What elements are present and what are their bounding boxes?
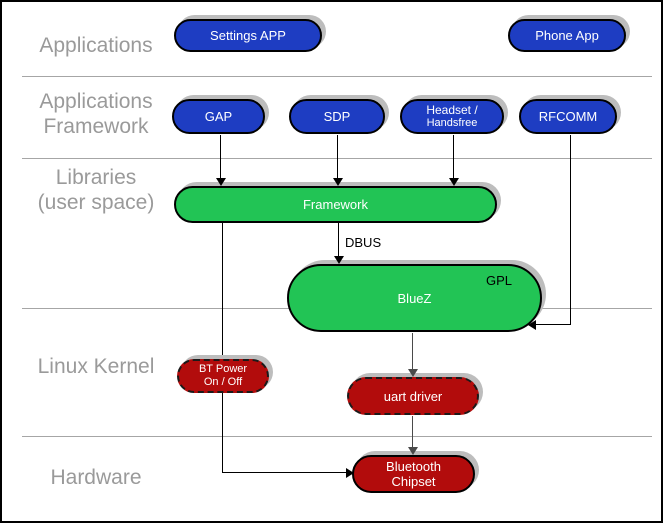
layer-label-hardware: Hardware: [17, 465, 175, 490]
connector-rfcomm-bluez-horizontal: [535, 324, 571, 325]
arrowhead-bluez-uart: [408, 369, 418, 377]
layer-label-line: Framework: [43, 115, 149, 138]
node-bluez-label: BlueZ: [397, 290, 432, 306]
layer-divider-1: [22, 76, 652, 77]
node-bt-power-label-line2: On / Off: [203, 376, 243, 388]
node-uart-driver: uart driver: [347, 377, 479, 415]
node-rfcomm: RFCOMM: [519, 99, 617, 134]
connector-headset-framework: [453, 135, 454, 181]
arrowhead-headset-framework: [449, 178, 459, 186]
connector-gap-framework: [220, 135, 221, 181]
node-settings-app: Settings APP: [174, 19, 322, 52]
node-bt-power: BT Power On / Off: [177, 359, 269, 393]
layer-label-libraries: Libraries (user space): [17, 165, 175, 215]
connector-framework-chipset-vertical: [222, 223, 223, 473]
node-gap-label: GAP: [204, 109, 233, 124]
node-uart-driver-label: uart driver: [383, 388, 443, 404]
node-phone-app-label: Phone App: [535, 28, 599, 43]
connector-bluez-uart: [412, 333, 413, 370]
connector-uart-chipset: [412, 416, 413, 447]
node-bluetooth-chipset-label-line1: Bluetooth: [386, 459, 441, 474]
node-bt-power-label-line1: BT Power: [198, 363, 248, 375]
layer-label-line: Linux Kernel: [37, 355, 155, 378]
layer-label-linux-kernel: Linux Kernel: [17, 354, 175, 379]
arrowhead-gap-framework: [216, 178, 226, 186]
connector-sdp-framework: [337, 135, 338, 181]
node-framework-label: Framework: [302, 197, 368, 212]
layer-label-line: Applications: [39, 34, 153, 57]
connector-rfcomm-bluez-vertical: [570, 135, 571, 325]
layer-label-line: (user space): [37, 191, 155, 214]
layer-label-line: Hardware: [50, 466, 142, 489]
node-headset-label-line1: Headset /: [426, 102, 478, 117]
layer-label-applications-framework: Applications Framework: [17, 89, 175, 139]
layer-divider-4: [22, 436, 652, 437]
node-gap: GAP: [172, 99, 265, 134]
layer-label-line: Libraries: [55, 166, 137, 189]
connector-framework-bluez: [338, 223, 339, 257]
node-bluez: BlueZ GPL: [287, 264, 542, 332]
node-rfcomm-label: RFCOMM: [538, 109, 598, 124]
node-settings-app-label: Settings APP: [210, 28, 286, 43]
node-sdp: SDP: [289, 99, 385, 134]
node-bluetooth-chipset: Bluetooth Chipset: [352, 455, 475, 493]
node-framework: Framework: [174, 186, 497, 223]
node-phone-app: Phone App: [508, 19, 626, 52]
edge-label-dbus: DBUS: [345, 235, 382, 250]
arrowhead-sdp-framework: [333, 178, 343, 186]
arrowhead-into-chipset-left: [346, 468, 354, 478]
layer-label-line: Applications: [39, 90, 153, 113]
node-headset-handsfree: Headset / Handsfree: [400, 99, 504, 134]
gpl-badge: GPL: [485, 273, 512, 288]
node-headset-label-line2: Handsfree: [426, 116, 478, 129]
layer-label-applications: Applications: [17, 33, 175, 58]
arrowhead-uart-chipset: [408, 447, 418, 455]
node-sdp-label: SDP: [323, 109, 351, 124]
arrowhead-framework-bluez: [334, 256, 344, 264]
arrowhead-rfcomm-bluez: [528, 320, 536, 330]
connector-framework-chipset-horizontal: [222, 472, 346, 473]
node-bluetooth-chipset-label-line2: Chipset: [391, 474, 436, 489]
